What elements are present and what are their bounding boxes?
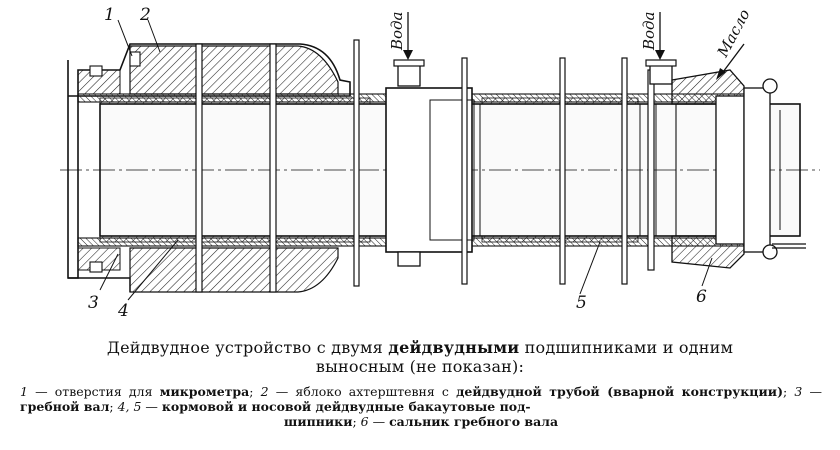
label-5: 5: [576, 293, 587, 313]
sternpost-boss-lower: [68, 247, 339, 293]
stern-tube-drawing: 1 2 3 4 5 6 Вода Вода Масло: [60, 5, 820, 321]
leader-lines: [99, 19, 713, 301]
water-inlet-fwd: [645, 12, 677, 85]
shaft-gland: [671, 69, 806, 269]
label-1: 1: [104, 5, 115, 25]
label-3: 3: [88, 293, 99, 313]
sternpost-boss-upper: [67, 43, 351, 279]
label-6: 6: [696, 287, 707, 307]
label-water-aft: Вода: [388, 11, 406, 51]
label-oil: Масло: [713, 6, 753, 61]
caption-title: Дейдвудное устройство с двумя дейдвудным…: [106, 338, 734, 376]
caption-legend: 1 — отверстия для микрометра; 2 — яблоко…: [20, 384, 822, 429]
label-2: 2: [139, 5, 151, 25]
micrometer-holes: [89, 51, 141, 273]
propeller-shaft: [60, 87, 820, 253]
aft-bearing: [99, 97, 371, 243]
oil-arrow: [716, 43, 745, 80]
label-water-fwd: Вода: [640, 11, 658, 51]
water-inlet-aft: [393, 12, 425, 267]
frame-plates: [195, 39, 655, 293]
label-4: 4: [117, 301, 129, 321]
figure-caption: Дейдвудное устройство с двумя дейдвудным…: [0, 338, 840, 429]
